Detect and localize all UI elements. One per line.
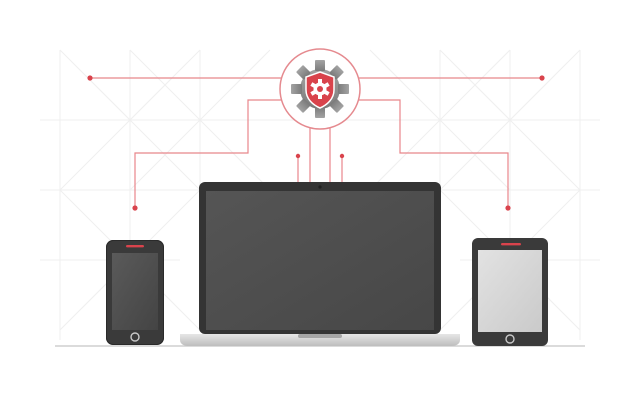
laptop-icon <box>180 182 460 346</box>
tablet-icon <box>472 238 548 346</box>
connector-lines <box>90 77 542 208</box>
shield-gear-icon <box>279 48 361 130</box>
smartphone-icon <box>106 240 164 345</box>
connector-nodes <box>87 75 545 211</box>
